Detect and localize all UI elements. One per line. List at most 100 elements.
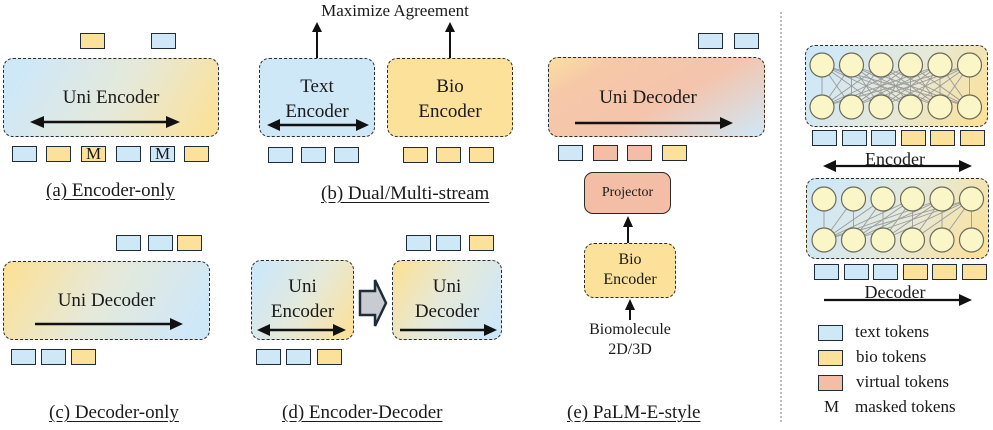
attention-node <box>838 52 865 78</box>
attention-node <box>809 94 835 120</box>
uni-decoder-block <box>392 260 502 340</box>
attention-node <box>838 94 865 120</box>
attention-node <box>958 186 985 212</box>
input-token-text <box>116 146 141 162</box>
bio-encoder-line1: Bio <box>618 251 642 268</box>
uni-decoder-line2: Decoder <box>414 301 480 322</box>
attention-node <box>811 186 837 212</box>
bio-token <box>469 147 494 163</box>
legend-label-masked: masked tokens <box>855 397 956 416</box>
maximize-agreement-label: Maximize Agreement <box>321 1 469 20</box>
text-token <box>268 147 293 163</box>
bidirectional-arrow-icon <box>30 116 180 128</box>
attention-node <box>929 186 955 212</box>
bio-token <box>902 264 928 280</box>
biomolecule-line2: 2D/3D <box>608 341 652 358</box>
attention-node <box>958 227 985 253</box>
legend-swatch-virtual <box>818 375 843 391</box>
bio-token <box>403 147 428 163</box>
text-encoder-line2: Encoder <box>285 101 349 122</box>
attention-edge <box>880 64 970 108</box>
input-token-text <box>41 349 66 365</box>
output-token-text <box>151 33 176 49</box>
input-token-bio <box>184 146 209 162</box>
legend-label-text: text tokens <box>855 322 930 341</box>
right-arrow-icon <box>400 324 497 336</box>
attention-node <box>809 52 835 78</box>
caption-encoder-decoder: (d) Encoder-Decoder <box>282 402 443 423</box>
output-token-bio <box>177 235 202 251</box>
input-token-text <box>11 349 36 365</box>
decoder-attention-graph <box>811 186 985 253</box>
caption-encoder-only: (a) Encoder-only <box>46 180 175 201</box>
caption-decoder-only: (c) Decoder-only <box>49 402 179 423</box>
attention-node <box>929 227 955 253</box>
mask-symbol: M <box>85 144 102 163</box>
uni-decoder-label: Uni Decoder <box>392 274 502 324</box>
attention-node <box>927 94 953 120</box>
uni-decoder-line1: Uni <box>432 276 462 297</box>
uni-decoder-label: Uni Decoder <box>57 290 156 311</box>
bio-encoder-label: Bio Encoder <box>387 74 513 124</box>
attention-node <box>811 227 837 253</box>
bio-encoder-label: Bio Encoder <box>584 250 676 290</box>
up-arrow-icon <box>623 216 633 243</box>
bio-encoder-line2: Encoder <box>603 271 657 288</box>
uni-decoder-label: Uni Decoder <box>599 87 697 108</box>
uni-encoder-line1: Uni <box>288 276 317 297</box>
input-token-virtual <box>627 145 652 161</box>
bio-encoder-block <box>387 58 513 137</box>
input-token-virtual <box>593 145 618 161</box>
attention-node <box>868 94 894 120</box>
attention-node <box>897 94 924 120</box>
attention-edge <box>882 198 972 241</box>
caption-dual-stream: (b) Dual/Multi-stream <box>321 183 490 204</box>
text-token <box>873 264 898 280</box>
bio-token <box>900 130 926 146</box>
bio-encoder-block <box>584 243 676 298</box>
text-encoder-label: Text Encoder <box>259 74 375 124</box>
text-token <box>812 130 837 146</box>
attention-node <box>868 52 894 78</box>
legend-swatch-bio <box>818 350 843 366</box>
output-token-bio <box>80 33 105 49</box>
text-token <box>301 147 326 163</box>
attention-edge <box>821 64 911 108</box>
caption-palm-e-style: (e) PaLM-E-style <box>567 402 701 423</box>
output-token-bio <box>469 235 494 251</box>
bio-token <box>959 130 985 146</box>
right-arrow-icon <box>35 318 183 330</box>
legend-mask-symbol: M <box>824 397 840 416</box>
projector-label: Projector <box>601 185 654 200</box>
bio-encoder-line2: Encoder <box>418 101 482 122</box>
biomolecule-input-label: Biomolecule 2D/3D <box>580 320 680 360</box>
attention-edge <box>823 198 913 241</box>
attention-node <box>840 186 867 212</box>
encoder-attention-graph <box>809 52 983 120</box>
bio-token <box>436 147 461 163</box>
attention-node <box>840 227 867 253</box>
bidirectional-arrow-icon <box>257 324 346 336</box>
bidirectional-arrow-icon <box>267 119 369 131</box>
right-arrow-icon <box>824 294 972 306</box>
uni-encoder-label: Uni Encoder <box>62 87 160 108</box>
bidirectional-arrow-icon <box>823 160 972 172</box>
input-token-bio <box>317 349 342 365</box>
text-encoder-line1: Text <box>300 76 334 97</box>
right-arrow-icon <box>575 117 733 129</box>
legend-swatch-text <box>818 325 843 341</box>
attention-node <box>870 227 896 253</box>
attention-node <box>927 52 953 78</box>
mask-symbol: M <box>154 144 171 163</box>
input-token-text <box>286 349 311 365</box>
decoder-label: Decoder <box>864 282 926 302</box>
input-token-text-masked: M <box>150 144 175 163</box>
bio-token <box>932 264 957 280</box>
attention-node <box>899 186 926 212</box>
attention-node <box>899 227 926 253</box>
output-token-text <box>148 235 173 251</box>
text-token <box>841 130 867 146</box>
legend-label-bio: bio tokens <box>856 347 927 366</box>
input-token-bio-masked: M <box>81 144 106 163</box>
biomolecule-line1: Biomolecule <box>589 321 671 338</box>
